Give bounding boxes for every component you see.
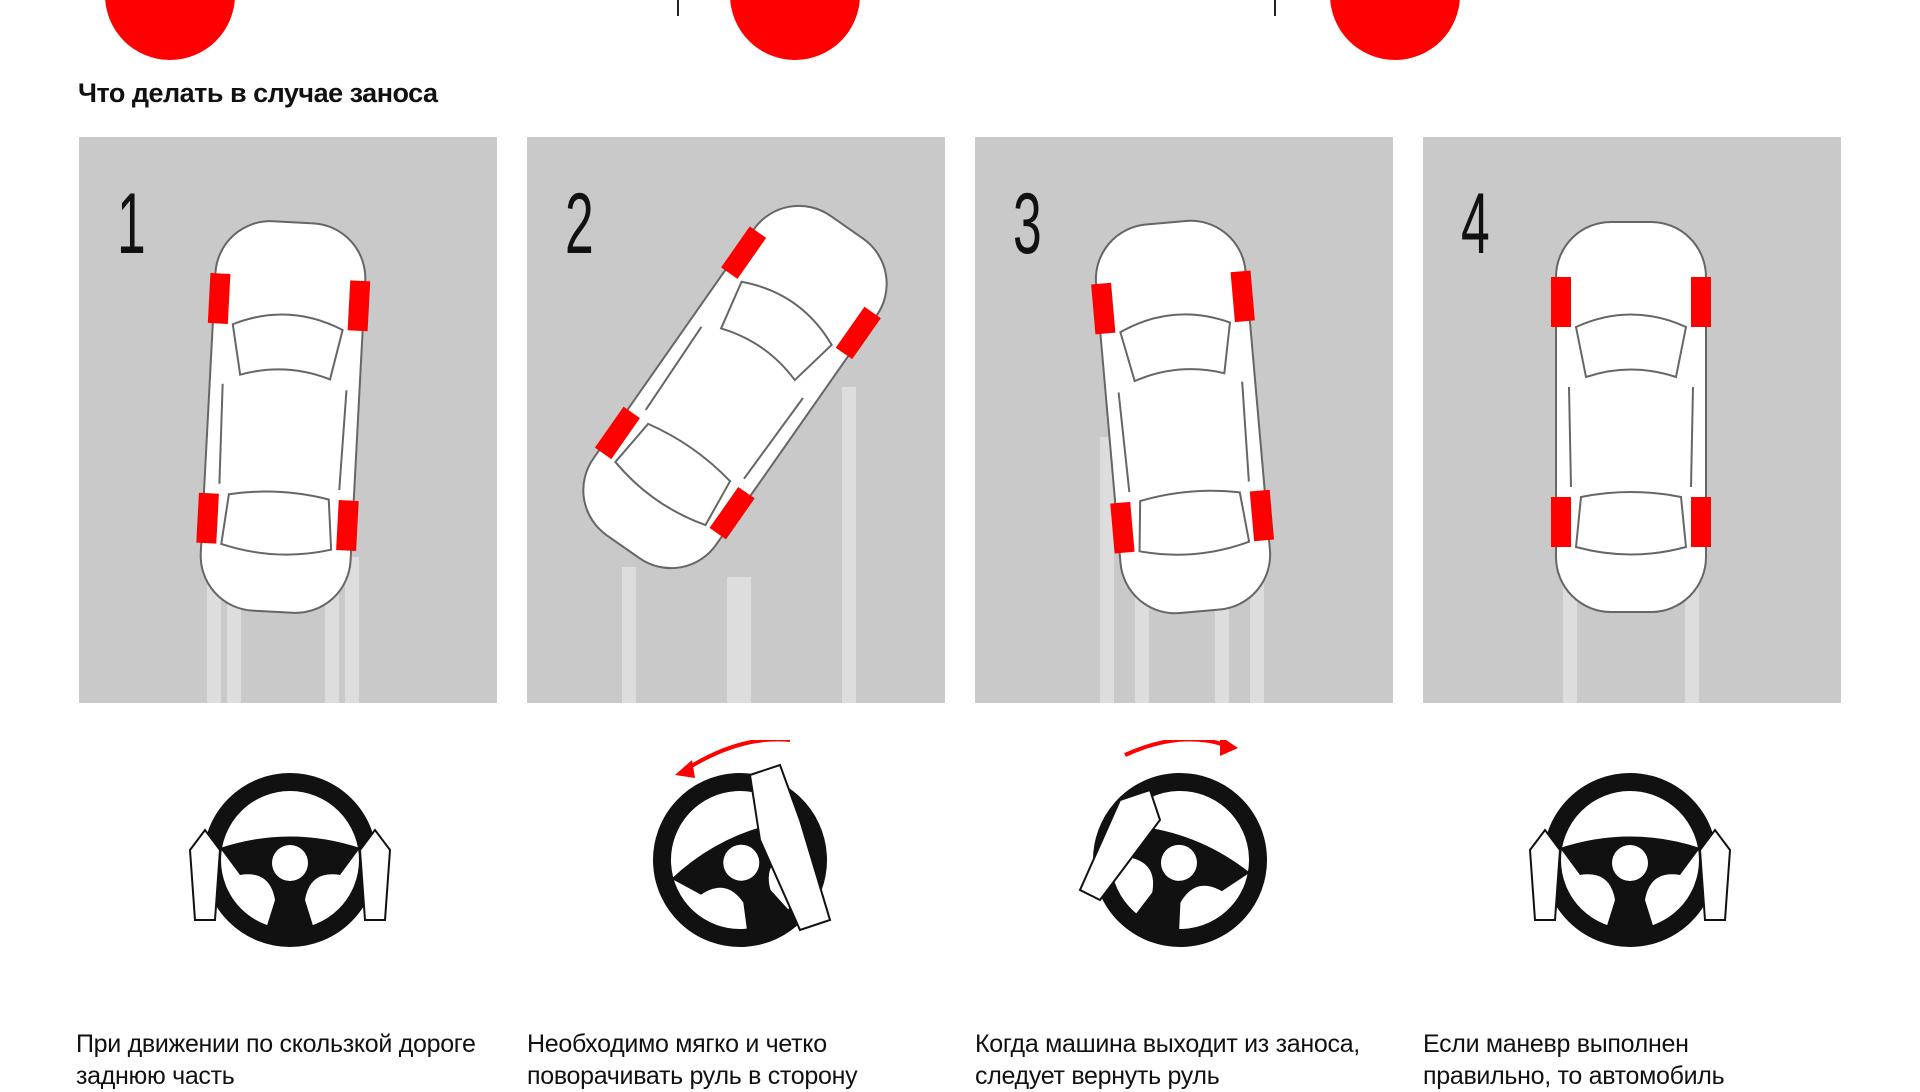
top-red-circle-2 (730, 0, 860, 60)
steering-wheel-turn-right-icon (1050, 740, 1310, 980)
step-1-caption: При движении по скользкой дороге заднюю … (76, 1030, 476, 1090)
step-2-panel: 2 (527, 137, 945, 703)
step-number: 3 (1013, 176, 1042, 272)
steering-wheel-turn-left-icon (610, 740, 870, 980)
section-title: Что делать в случае заноса (78, 78, 438, 108)
step-4-panel: 4 (1423, 137, 1841, 703)
step-1-panel: 1 (79, 137, 497, 703)
step-2-caption: Необходимо мягко и четко поворачивать ру… (527, 1030, 858, 1090)
step-number: 1 (117, 176, 146, 272)
top-red-circle-1 (105, 0, 235, 60)
divider (1274, 0, 1276, 16)
steering-wheel-icon (188, 740, 392, 980)
step-3-panel: 3 (975, 137, 1393, 703)
car-skid-illustration (1550, 221, 1712, 703)
top-red-circle-3 (1330, 0, 1460, 60)
car-skid-illustration (191, 217, 375, 703)
step-number: 2 (565, 176, 594, 272)
car-skid-illustration (556, 180, 914, 703)
step-number: 4 (1461, 176, 1490, 272)
steering-wheel-icon (1528, 740, 1732, 980)
step-4-caption: Если маневр выполнен правильно, то автом… (1423, 1030, 1725, 1090)
car-skid-illustration (1085, 214, 1281, 703)
divider (677, 0, 679, 16)
step-3-caption: Когда машина выходит из заноса, следует … (975, 1030, 1360, 1090)
